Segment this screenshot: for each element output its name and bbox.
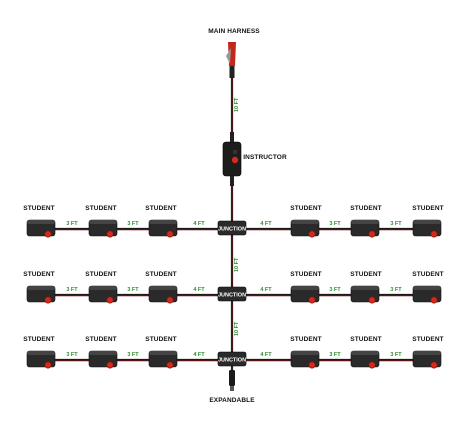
- junction-box-3: [217, 351, 247, 367]
- length-label-row2-r3: 3 FT: [390, 287, 402, 293]
- junction-label-2: JUNCTION: [218, 293, 246, 299]
- student-label-row2-right-3: STUDENT: [412, 271, 444, 278]
- student-module-row3-right-3-top: [413, 351, 441, 355]
- length-label-row1-r3: 3 FT: [390, 221, 402, 227]
- junction-box-2: [217, 286, 247, 302]
- length-label-row3-r1: 4 FT: [260, 352, 272, 358]
- student-module-row1-right-3-top: [413, 220, 441, 224]
- student-module-row3-left-3-top: [149, 351, 177, 355]
- student-module-row1-left-1-top: [27, 220, 55, 224]
- instructor-switch: [233, 150, 237, 154]
- student-module-row1-left-2-button: [106, 230, 114, 238]
- student-label-row1-left-3: STUDENT: [145, 205, 177, 212]
- length-label-vertical-1: 10 FT: [234, 257, 240, 272]
- length-label-row2-l2: 3 FT: [127, 287, 139, 293]
- student-module-row3-right-3-button: [430, 361, 438, 369]
- length-label-row3-l1: 3 FT: [66, 352, 78, 358]
- student-label-row1-right-2: STUDENT: [350, 205, 382, 212]
- student-label-row1-right-1: STUDENT: [290, 205, 322, 212]
- length-label-row1-l3: 4 FT: [193, 221, 205, 227]
- student-module-row3-right-1-top: [291, 351, 319, 355]
- student-label-row3-left-1: STUDENT: [23, 336, 55, 343]
- student-module-row2-left-1-button: [44, 296, 52, 304]
- length-label-row3-r2: 3 FT: [329, 352, 341, 358]
- length-label-vertical-top: 10 FT: [234, 97, 240, 112]
- student-module-row1-right-1-top: [291, 220, 319, 224]
- student-module-row3-left-2-top: [89, 351, 117, 355]
- student-module-row2-right-2-top: [351, 286, 379, 290]
- length-label-row1-l2: 3 FT: [127, 221, 139, 227]
- length-label-row3-l3: 4 FT: [193, 352, 205, 358]
- length-label-row2-r2: 3 FT: [329, 287, 341, 293]
- student-label-row1-left-2: STUDENT: [85, 205, 117, 212]
- student-module-row1-left-2-top: [89, 220, 117, 224]
- student-module-row2-left-3-button: [166, 296, 174, 304]
- length-label-row3-r3: 3 FT: [390, 352, 402, 358]
- length-label-row2-r1: 4 FT: [260, 287, 272, 293]
- student-module-row2-left-2-top: [89, 286, 117, 290]
- student-module-row3-right-1-button: [308, 361, 316, 369]
- length-label-vertical-2: 10 FT: [234, 321, 240, 336]
- student-label-row2-left-1: STUDENT: [23, 271, 55, 278]
- student-module-row3-right-2-button: [368, 361, 376, 369]
- student-module-row3-left-2-button: [106, 361, 114, 369]
- expandable-connector: [229, 370, 235, 386]
- student-label-row1-left-1: STUDENT: [23, 205, 55, 212]
- student-module-row2-right-2-button: [368, 296, 376, 304]
- junction-label-1: JUNCTION: [218, 227, 246, 233]
- length-label-row1-r2: 3 FT: [329, 221, 341, 227]
- student-label-row2-right-1: STUDENT: [290, 271, 322, 278]
- student-module-row1-left-1-button: [44, 230, 52, 238]
- expandable-connector-tip: [230, 386, 234, 391]
- student-module-row3-left-1-top: [27, 351, 55, 355]
- junction-label-3: JUNCTION: [218, 358, 246, 364]
- length-label-row3-l2: 3 FT: [127, 352, 139, 358]
- length-label-row2-l1: 3 FT: [66, 287, 78, 293]
- student-module-row1-right-1-button: [308, 230, 316, 238]
- student-module-row3-left-3-button: [166, 361, 174, 369]
- main-harness-clip-jaw: [226, 48, 231, 64]
- expandable-label: EXPANDABLE: [209, 397, 255, 404]
- instructor-label: INSTRUCTOR: [243, 154, 287, 161]
- student-module-row1-right-3-button: [430, 230, 438, 238]
- student-module-row3-left-1-button: [44, 361, 52, 369]
- student-label-row2-left-3: STUDENT: [145, 271, 177, 278]
- student-label-row3-left-3: STUDENT: [145, 336, 177, 343]
- student-module-row1-left-3-top: [149, 220, 177, 224]
- instructor-connector-top: [230, 132, 234, 142]
- student-module-row2-right-3-button: [430, 296, 438, 304]
- student-module-row3-right-2-top: [351, 351, 379, 355]
- main-harness-label: MAIN HARNESS: [208, 28, 260, 35]
- student-module-row2-left-1-top: [27, 286, 55, 290]
- student-module-row1-right-2-button: [368, 230, 376, 238]
- student-module-row2-right-1-button: [308, 296, 316, 304]
- instructor-connector-bottom: [230, 176, 234, 186]
- length-label-row2-l3: 4 FT: [193, 287, 205, 293]
- student-module-row1-right-2-top: [351, 220, 379, 224]
- student-label-row2-right-2: STUDENT: [350, 271, 382, 278]
- student-module-row1-left-3-button: [166, 230, 174, 238]
- student-module-row2-left-2-button: [106, 296, 114, 304]
- student-label-row3-right-1: STUDENT: [290, 336, 322, 343]
- student-label-row3-right-2: STUDENT: [350, 336, 382, 343]
- junction-box-1: [217, 220, 247, 236]
- student-label-row3-left-2: STUDENT: [85, 336, 117, 343]
- student-module-row2-left-3-top: [149, 286, 177, 290]
- length-label-row1-l1: 3 FT: [66, 221, 78, 227]
- student-label-row1-right-3: STUDENT: [412, 205, 444, 212]
- length-label-row1-r1: 4 FT: [260, 221, 272, 227]
- instructor-button: [231, 156, 239, 164]
- student-module-row2-right-1-top: [291, 286, 319, 290]
- main-harness-connector: [229, 66, 235, 78]
- student-module-row2-right-3-top: [413, 286, 441, 290]
- student-label-row3-right-3: STUDENT: [412, 336, 444, 343]
- student-label-row2-left-2: STUDENT: [85, 271, 117, 278]
